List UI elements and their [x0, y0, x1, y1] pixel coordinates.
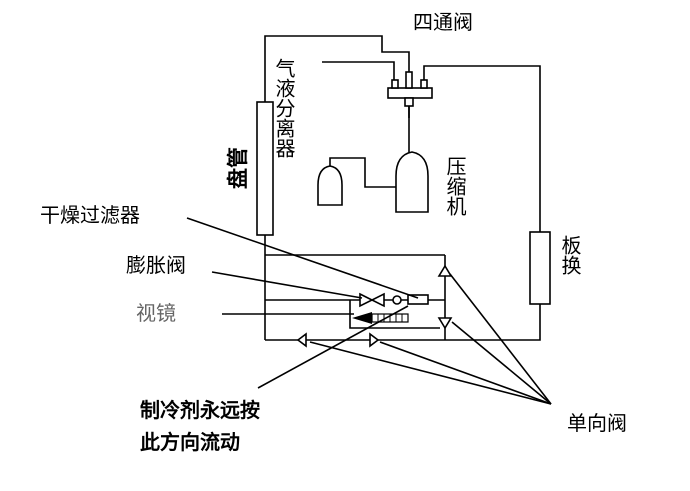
gas-liquid-separator-component [317, 165, 343, 206]
check-valve-2 [437, 317, 453, 330]
drying-filter-label: 干燥过滤器 [40, 203, 140, 227]
coil-pipe-component [256, 101, 274, 236]
sight-glass-label: 视镜 [136, 301, 176, 325]
check-valve-label: 单向阀 [567, 411, 627, 435]
refrigerant-note-line2: 此方向流动 [140, 430, 240, 454]
gas-liquid-separator-text: 气液分离器 [272, 58, 296, 158]
plate-exchanger-text: 板换 [558, 235, 582, 275]
pipe-network [264, 35, 541, 341]
expansion-valve-label: 膨胀阀 [126, 253, 186, 277]
drying-filter-component [407, 294, 429, 305]
leader-lines [186, 217, 552, 405]
compressor-text: 压缩机 [443, 156, 467, 216]
compressor-component [395, 151, 429, 213]
expansion-valve-component [359, 292, 385, 308]
compressor-label: 压缩机 [443, 156, 467, 216]
check-valve-symbols [296, 264, 453, 348]
check-valve-3 [296, 332, 307, 348]
gas-liquid-separator-label: 气液分离器 [272, 58, 296, 158]
plate-exchanger-label: 板换 [558, 235, 582, 275]
sight-glass-component [392, 295, 402, 305]
four-way-valve-component [387, 71, 433, 118]
coil-pipe-label: 盘管 [226, 147, 250, 189]
check-valve-4 [369, 332, 380, 348]
refrigerant-note-line1: 制冷剂永远按 [140, 398, 260, 422]
check-valve-1 [437, 264, 453, 277]
four-way-valve-label: 四通阀 [413, 10, 473, 34]
plate-exchanger-component [529, 231, 551, 305]
